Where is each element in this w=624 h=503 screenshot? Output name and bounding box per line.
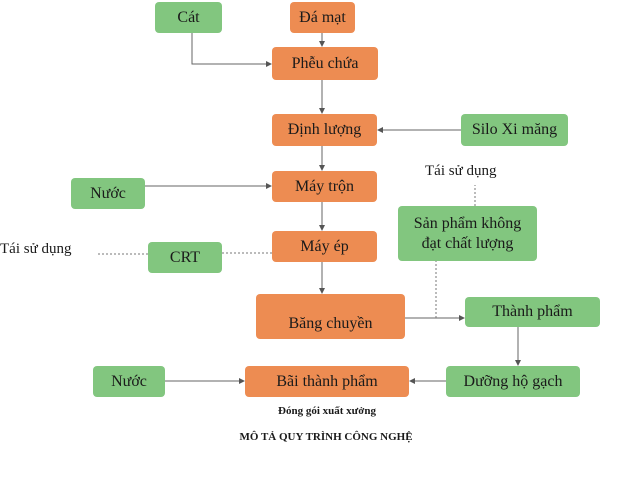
node-cat: Cát bbox=[155, 2, 222, 33]
label-tai-su-dung-left: Tái sử dụng bbox=[0, 241, 72, 257]
diagram-title: MÔ TẢ QUY TRÌNH CÔNG NGHỆ bbox=[239, 431, 413, 443]
node-bai-thanh-pham: Bãi thành phẩm bbox=[245, 366, 409, 397]
node-thanh-pham: Thành phẩm bbox=[465, 297, 600, 327]
node-pheu-chua: Phễu chứa bbox=[272, 47, 378, 80]
node-may-ep: Máy ép bbox=[272, 231, 377, 262]
node-may-tron: Máy trộn bbox=[272, 171, 377, 202]
node-duong-ho-gach: Dưỡng hộ gạch bbox=[446, 366, 580, 397]
node-crt: CRT bbox=[148, 242, 222, 273]
node-da-mat: Đá mạt bbox=[290, 2, 355, 33]
node-dinh-luong: Định lượng bbox=[272, 114, 377, 146]
node-silo-xi-mang: Silo Xi măng bbox=[461, 114, 568, 146]
arrow-cat-to-pheu bbox=[191, 33, 272, 67]
node-san-pham-khong-dat: Sản phẩm không đạt chất lượng bbox=[398, 206, 537, 261]
label-dong-goi: Đóng gói xuất xưởng bbox=[278, 405, 376, 417]
node-bang-chuyen: Băng chuyền bbox=[256, 294, 405, 339]
label-tai-su-dung-right: Tái sử dụng bbox=[425, 163, 497, 179]
node-nuoc-top: Nước bbox=[71, 178, 145, 209]
node-nuoc-bottom: Nước bbox=[93, 366, 165, 397]
